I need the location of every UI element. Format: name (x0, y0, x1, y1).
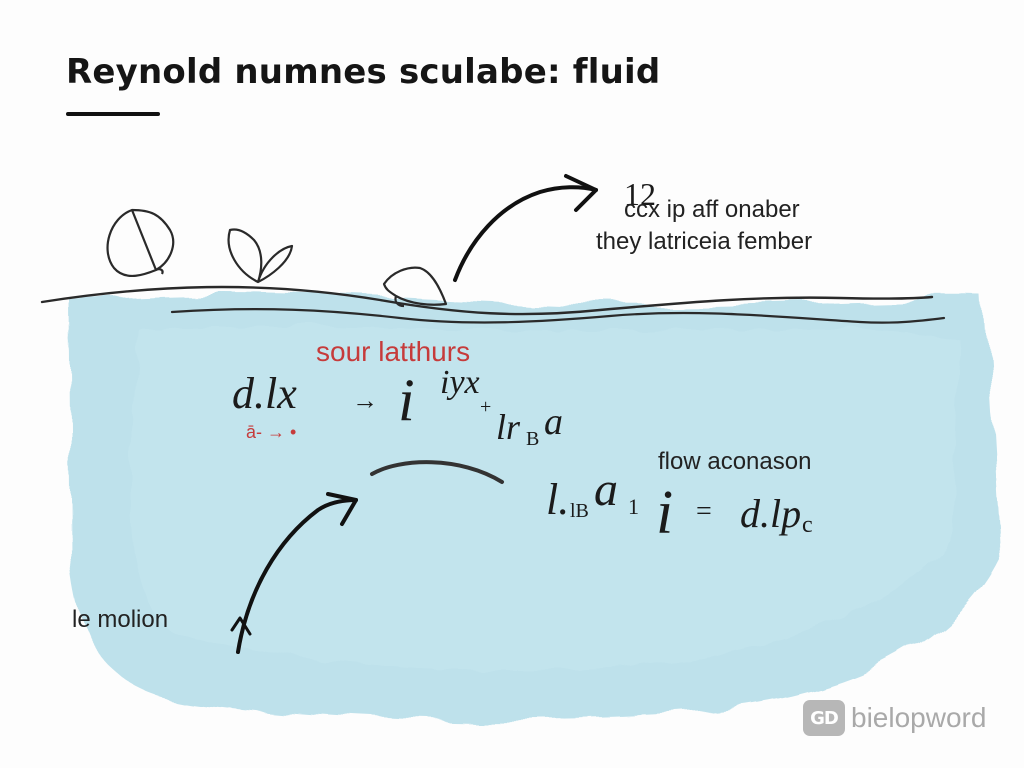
diagram-title: Reynold numnes sculabe: fluid (66, 52, 661, 92)
surface-line-bottom (170, 308, 946, 324)
middle-one: 1 (628, 494, 639, 519)
leaf-doodle-right (382, 266, 448, 308)
watermark-text: bielopword (851, 702, 987, 733)
motion-label: le molion (72, 606, 169, 633)
watermark: GD bielopword (803, 700, 986, 736)
equation-i-symbol: i (398, 367, 415, 433)
right-term: d.lp (740, 491, 802, 536)
right-equals: = (696, 496, 712, 527)
equation-superscript: iyx (440, 364, 480, 401)
middle-a-symbol: a (594, 463, 618, 516)
water-wash-light (130, 326, 960, 671)
arrow-upward-curve (453, 185, 598, 282)
top-note-line1: ccx ip aff onaber (624, 196, 800, 223)
arrow-upward-head (564, 174, 598, 212)
top-note-line2: they latriceia fember (596, 228, 813, 255)
red-small-annotation: ā- → • (246, 422, 297, 442)
watermark-logo-icon: GD (803, 700, 845, 736)
flow-label: flow aconason (658, 448, 812, 475)
leaf-doodle-left (106, 208, 175, 277)
equation-a-symbol: a (544, 401, 563, 443)
arrow-lower-curve (236, 498, 358, 654)
middle-subscript: lB (570, 500, 589, 522)
flow-arc (370, 460, 504, 484)
equation-plus: + (480, 396, 492, 418)
right-i-symbol: i (656, 479, 674, 547)
equation-left-term: d.lx (232, 369, 297, 418)
surface-line-top (40, 285, 934, 316)
arrow-lower-tail (230, 616, 252, 636)
equation-arrow: → (352, 386, 378, 415)
red-label: sour latthurs (316, 336, 471, 367)
equation-subscript-group: lr (496, 407, 521, 447)
arrow-lower-head (326, 492, 358, 526)
top-number: 12 (624, 176, 656, 212)
equation-subscript-b: B (526, 428, 540, 450)
middle-l-term: l. (546, 475, 570, 524)
right-subscript: c (802, 512, 813, 538)
leaf-doodle-middle (227, 228, 294, 284)
